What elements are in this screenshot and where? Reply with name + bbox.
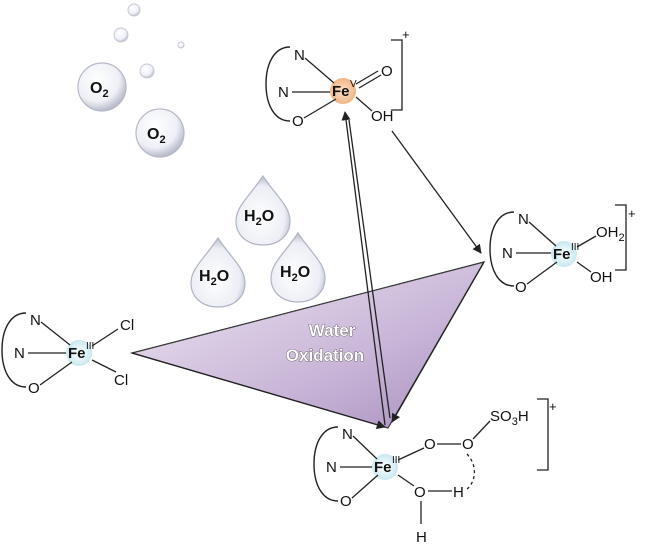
o2-bubble: O2 [135, 108, 185, 158]
small-bubbles [113, 3, 185, 79]
complex-fe-iii-persulfate: N N O Fe III O O SO3H O H H + [313, 398, 557, 546]
svg-text:N: N [278, 84, 289, 101]
svg-text:N: N [326, 459, 337, 476]
h2o-drop: H2O [270, 231, 326, 303]
svg-text:O: O [381, 63, 393, 80]
svg-text:+: + [402, 27, 410, 42]
svg-text:III: III [392, 455, 400, 466]
svg-text:Fe: Fe [374, 459, 392, 476]
svg-text:Fe: Fe [68, 345, 86, 362]
h2o-drop: H2O [235, 174, 291, 246]
svg-text:O: O [292, 113, 304, 130]
svg-text:V: V [350, 79, 357, 90]
svg-text:OH: OH [590, 269, 613, 286]
center-label-water: Water [309, 321, 356, 340]
svg-text:N: N [518, 211, 529, 228]
complex-fe-iii-aqua-hydroxo: N N O Fe III OH2 OH + [489, 204, 636, 296]
svg-text:H: H [416, 529, 427, 546]
svg-text:Cl: Cl [120, 317, 134, 334]
svg-text:N: N [342, 426, 353, 443]
svg-text:O: O [515, 279, 527, 296]
svg-text:+: + [628, 206, 636, 221]
svg-text:O2: O2 [147, 126, 166, 146]
svg-text:N: N [294, 47, 305, 64]
svg-text:O: O [28, 380, 40, 397]
svg-text:O: O [340, 493, 352, 510]
svg-text:N: N [14, 345, 25, 362]
svg-text:III: III [86, 341, 94, 352]
h2o-drop: H2O [190, 236, 246, 308]
svg-text:SO3H: SO3H [490, 408, 529, 428]
cycle-arrows [131, 111, 485, 430]
svg-text:H2O: H2O [199, 268, 229, 288]
svg-text:N: N [502, 245, 513, 262]
svg-text:H: H [453, 484, 464, 501]
svg-text:N: N [30, 312, 41, 329]
svg-text:O: O [462, 436, 474, 453]
svg-text:III: III [571, 242, 579, 253]
svg-text:OH2: OH2 [596, 224, 625, 244]
svg-text:O: O [424, 436, 436, 453]
svg-text:OH: OH [371, 108, 394, 125]
svg-text:Fe: Fe [553, 246, 571, 263]
svg-text:Fe: Fe [332, 83, 350, 100]
complex-fe-v-oxo: N N O Fe V O OH + [265, 27, 410, 130]
svg-text:Cl: Cl [114, 372, 128, 389]
complex-fe-iii-cl2: N N O Fe III Cl Cl [1, 312, 134, 397]
svg-text:O: O [414, 484, 426, 501]
svg-text:H2O: H2O [244, 208, 274, 228]
center-label-oxidation: Oxidation [286, 346, 364, 365]
svg-text:H2O: H2O [280, 264, 310, 284]
water-oxidation-triangle: Water Oxidation [129, 261, 486, 429]
o2-bubble: O2 [77, 62, 127, 112]
svg-text:+: + [549, 399, 557, 414]
svg-text:O2: O2 [90, 80, 109, 100]
